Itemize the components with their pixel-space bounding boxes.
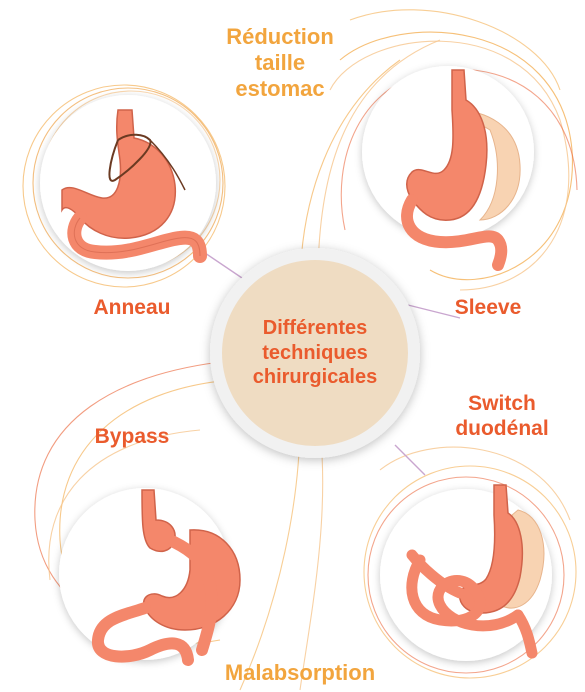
label-switch-line1: Switch [432, 392, 572, 417]
label-switch-line2: duodénal [432, 417, 572, 442]
label-sleeve: Sleeve [428, 296, 548, 321]
label-bypass: Bypass [72, 425, 192, 450]
center-title: Différentes techniques chirurgicales [232, 298, 398, 408]
center-title-line1: Différentes [253, 316, 378, 340]
center-title-line2: techniques [253, 341, 378, 365]
group-label-reduction-line2: taille [205, 50, 355, 76]
group-label-reduction-line1: Réduction [205, 24, 355, 50]
center-title-line3: chirurgicales [253, 365, 378, 389]
group-label-reduction-line3: estomac [205, 76, 355, 102]
label-anneau: Anneau [72, 296, 192, 321]
label-switch: Switch duodénal [432, 392, 572, 442]
group-label-reduction: Réduction taille estomac [205, 24, 355, 102]
group-label-malabsorption: Malabsorption [200, 660, 400, 686]
